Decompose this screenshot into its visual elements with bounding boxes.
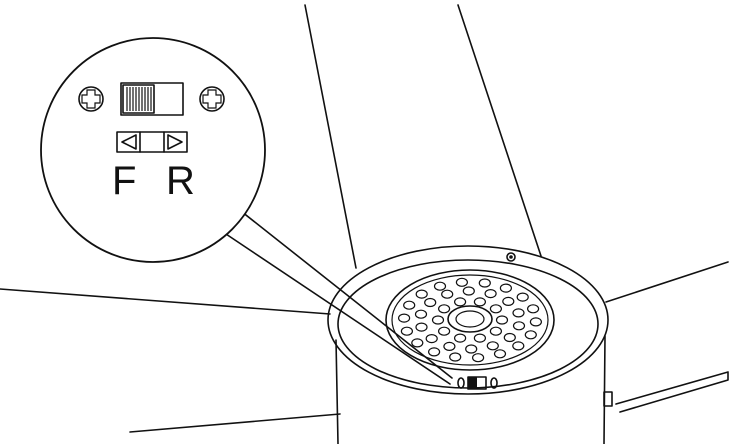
slide-switch-knob (122, 84, 155, 114)
vent-hole (512, 341, 525, 351)
housing-side-left (335, 339, 339, 444)
vent-hole (424, 297, 437, 308)
vent-hole (454, 297, 467, 307)
triangle-right-icon (167, 134, 183, 150)
forward-label: F (112, 159, 136, 203)
rim-screw-hole (506, 252, 516, 262)
center-hub-hole (455, 310, 485, 328)
blade-top-left-edge-a (304, 4, 357, 269)
vent-hole (495, 315, 509, 325)
reverse-label: R (166, 159, 195, 203)
housing-tab (603, 391, 613, 407)
direction-indicator-box (116, 131, 188, 153)
vent-hole (454, 333, 467, 343)
vent-hole (455, 277, 468, 287)
blade-left-edge (0, 288, 331, 315)
leader-line-upper (231, 203, 453, 379)
callout-circle (40, 37, 266, 263)
vent-hole (489, 326, 502, 336)
blade-right-edge-upper (605, 261, 729, 303)
vent-hole (425, 334, 438, 344)
blade-top-left-edge-b (457, 4, 542, 257)
vent-hole (415, 322, 428, 332)
vent-hole (438, 304, 451, 314)
phillips-screw-icon (78, 86, 104, 112)
switch-screw-left (457, 377, 465, 389)
vent-hole (415, 289, 428, 299)
leader-line-lower (213, 225, 451, 385)
vent-hole (465, 344, 478, 354)
vent-holes (398, 277, 543, 363)
vent-hole (431, 315, 445, 325)
vent-hole (462, 286, 475, 296)
vent-hole (449, 352, 462, 362)
phillips-screw-icon (199, 86, 225, 112)
slide-switch-icon (120, 82, 184, 116)
vent-hole (512, 308, 525, 318)
blade-bottom-left-edge (129, 413, 341, 433)
vent-hole (438, 326, 451, 336)
vent-hole (524, 330, 537, 340)
vent-plate-outer (385, 269, 555, 371)
slide-switch-housing (120, 82, 184, 116)
vent-hole (473, 297, 486, 307)
housing-side-right (603, 335, 606, 444)
vent-hole (473, 333, 486, 343)
vent-hole (428, 347, 441, 357)
vent-hole (526, 304, 540, 314)
vent-hole (441, 289, 454, 299)
callout-leader (213, 203, 453, 385)
vent-hole (512, 321, 526, 331)
vent-hole (486, 341, 499, 351)
vent-plate-inner (391, 274, 549, 366)
vent-hole (403, 300, 416, 310)
vent-hole (489, 304, 502, 314)
vent-hole (484, 289, 497, 299)
vent-hole (493, 349, 507, 359)
vent-hole (499, 283, 512, 293)
vent-hole (516, 292, 529, 302)
housing-rim-outer (327, 245, 609, 395)
center-hub (447, 305, 493, 333)
vent-hole (529, 317, 543, 327)
switch-screw-right (490, 377, 498, 389)
triangle-left-icon (121, 134, 137, 150)
housing-reverse-switch (457, 376, 498, 390)
direction-indicator (116, 131, 188, 153)
housing-rim-inner (337, 259, 599, 389)
vent-plate (385, 269, 555, 371)
vent-hole (502, 296, 515, 306)
fan-blades (0, 4, 729, 433)
vent-hole (478, 278, 491, 288)
callout-magnifier: F R (40, 37, 266, 263)
vent-hole (472, 353, 485, 363)
vent-hole (398, 313, 411, 323)
blade-right-edge-lower (615, 371, 729, 413)
vent-hole (503, 332, 516, 343)
vent-hole (411, 338, 424, 348)
vent-hole (433, 281, 447, 291)
vent-hole (400, 326, 413, 336)
vent-hole (443, 341, 456, 351)
vent-hole (414, 309, 428, 319)
